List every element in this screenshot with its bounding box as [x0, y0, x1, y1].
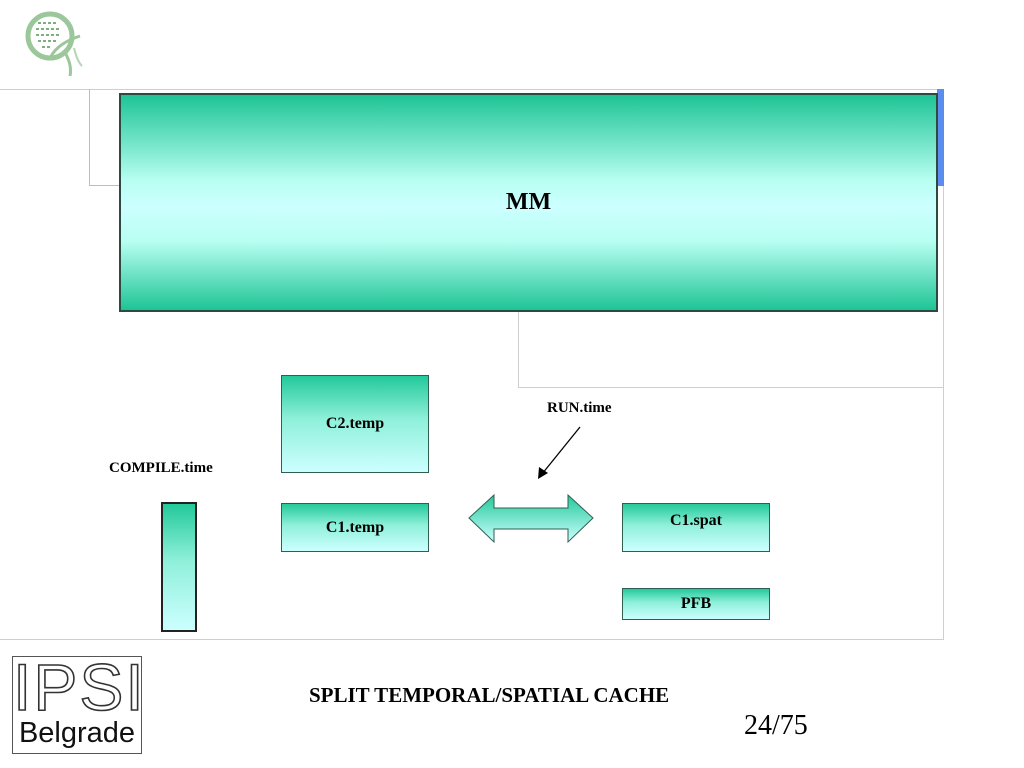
main-memory-label: MM: [505, 189, 552, 215]
double-arrow-icon: [468, 493, 594, 544]
frame-line-right: [943, 89, 944, 640]
c1-spat-label: C1.spat: [669, 512, 722, 529]
c1-temp-cache: C1.temp: [281, 503, 429, 552]
blue-accent-strip: [937, 89, 944, 186]
page-number: 24/75: [744, 710, 808, 741]
slide-title: SPLIT TEMPORAL/SPATIAL CACHE: [309, 683, 670, 707]
inner-frame-bottom-left: [89, 185, 120, 186]
main-memory-block: MM: [119, 93, 938, 312]
compile-time-label: COMPILE.time: [109, 460, 213, 476]
c2-temp-label: C2.temp: [325, 415, 385, 432]
ipsi-belgrade-logo: IPSI Belgrade: [12, 656, 142, 754]
pfb-label: PFB: [680, 595, 712, 612]
plant-emblem-logo: [25, 11, 83, 77]
run-time-label: RUN.time: [547, 400, 612, 416]
inner-frame-vertical-mid: [518, 311, 519, 388]
ipsi-logo-text: IPSI: [13, 656, 142, 724]
c1-spat-cache: C1.spat: [622, 503, 770, 552]
inner-frame-horizontal-mid: [518, 387, 943, 388]
pfb-buffer: PFB: [622, 588, 770, 620]
compile-time-block: [161, 502, 197, 632]
frame-line-top: [0, 89, 944, 90]
frame-line-bottom: [0, 639, 944, 640]
c1-temp-label: C1.temp: [325, 518, 385, 536]
inner-frame-left: [89, 89, 90, 186]
run-time-pointer-arrow: [538, 426, 581, 479]
c2-temp-cache: C2.temp: [281, 375, 429, 473]
belgrade-logo-text: Belgrade: [18, 717, 136, 749]
